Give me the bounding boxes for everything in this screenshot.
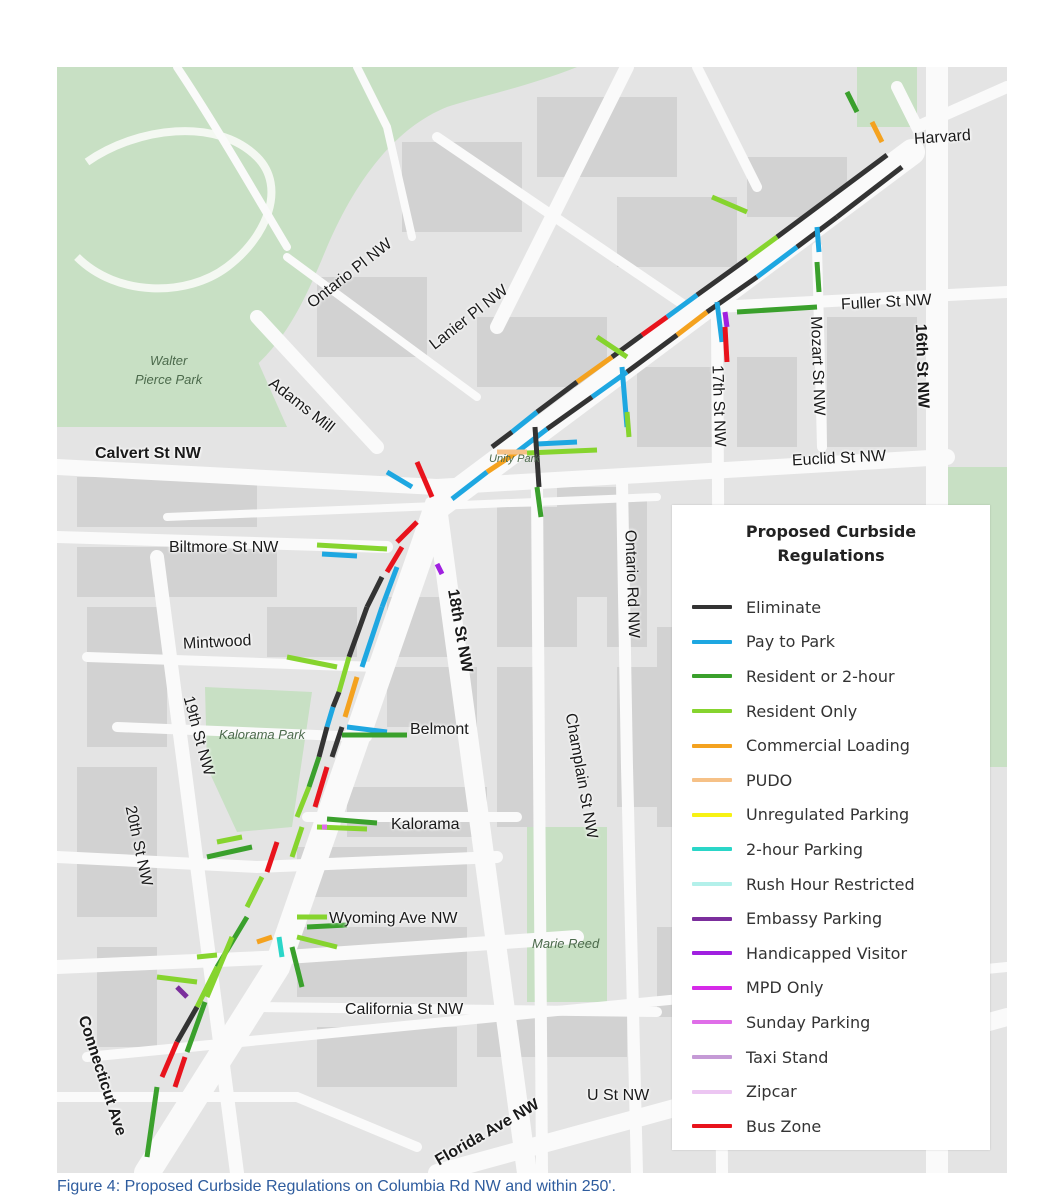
park-label-marie-reed: Marie Reed bbox=[532, 936, 600, 951]
street-label-calvert-st: Calvert St NW bbox=[95, 445, 201, 462]
kalorama-park-area bbox=[205, 687, 312, 832]
street-label-mozart-st: Mozart St NW bbox=[807, 315, 828, 417]
legend-title: Proposed Curbside Regulations bbox=[672, 520, 990, 568]
legend-item: Resident or 2-hour bbox=[672, 659, 990, 694]
legend-item: Eliminate bbox=[672, 590, 990, 625]
legend-swatch bbox=[692, 882, 732, 887]
legend-item: Bus Zone bbox=[672, 1109, 990, 1144]
legend-label: MPD Only bbox=[746, 978, 824, 998]
park-label-kalorama-park: Kalorama Park bbox=[219, 727, 305, 742]
legend-label: Sunday Parking bbox=[746, 1012, 871, 1032]
legend-item: Resident Only bbox=[672, 694, 990, 729]
legend-title-line2: Regulations bbox=[777, 546, 885, 565]
legend-item: Rush Hour Restricted bbox=[672, 867, 990, 902]
map-base bbox=[57, 67, 1007, 1173]
legend-label: Unregulated Parking bbox=[746, 805, 910, 825]
legend-swatch bbox=[692, 951, 732, 956]
legend-item: Unregulated Parking bbox=[672, 798, 990, 833]
legend-swatch bbox=[692, 639, 732, 644]
legend-label: PUDO bbox=[746, 770, 793, 790]
legend-swatch bbox=[692, 743, 732, 748]
legend-label: Eliminate bbox=[746, 597, 822, 617]
street-label-17th-st: 17th St NW bbox=[708, 364, 729, 448]
curbside-segments bbox=[144, 90, 904, 1158]
park-label-walter-pierce-1: Walter bbox=[150, 353, 188, 368]
legend-swatch bbox=[692, 985, 732, 990]
legend-item: Embassy Parking bbox=[672, 901, 990, 936]
street-label-belmont: Belmont bbox=[410, 721, 469, 738]
legend-item: MPD Only bbox=[672, 971, 990, 1006]
legend-swatch bbox=[692, 674, 732, 679]
legend-swatch bbox=[692, 605, 732, 610]
park-label-walter-pierce-2: Pierce Park bbox=[135, 372, 203, 387]
street-label-kalorama: Kalorama bbox=[391, 816, 460, 833]
legend-item: Commercial Loading bbox=[672, 728, 990, 763]
park-label-unity-park: Unity Park bbox=[489, 453, 540, 465]
legend-label: Rush Hour Restricted bbox=[746, 874, 915, 894]
street-label-mintwood: Mintwood bbox=[182, 632, 252, 653]
street-label-ontario-rd: Ontario Rd NW bbox=[621, 529, 643, 639]
rock-creek-path bbox=[74, 127, 276, 293]
figure-caption: Figure 4: Proposed Curbside Regulations … bbox=[57, 1178, 616, 1195]
legend-swatch bbox=[692, 1055, 732, 1060]
legend-item: Pay to Park bbox=[672, 625, 990, 660]
legend-swatch bbox=[692, 778, 732, 783]
legend-swatch bbox=[692, 1020, 732, 1025]
legend-label: Commercial Loading bbox=[746, 736, 910, 756]
street-label-biltmore-st: Biltmore St NW bbox=[169, 539, 279, 556]
legend-item: Taxi Stand bbox=[672, 1040, 990, 1075]
legend-item: 2-hour Parking bbox=[672, 832, 990, 867]
legend-item: Sunday Parking bbox=[672, 1005, 990, 1040]
legend-swatch bbox=[692, 1089, 732, 1094]
legend-label: 2-hour Parking bbox=[746, 839, 864, 859]
walter-pierce-park-area bbox=[57, 337, 287, 427]
legend-label: Handicapped Visitor bbox=[746, 943, 908, 963]
legend-swatch bbox=[692, 812, 732, 817]
legend-item: Zipcar bbox=[672, 1074, 990, 1109]
legend-swatch bbox=[692, 1124, 732, 1129]
street-label-u-st: U St NW bbox=[587, 1087, 650, 1104]
legend-swatch bbox=[692, 709, 732, 714]
legend-label: Taxi Stand bbox=[746, 1047, 829, 1067]
street-label-california-st: California St NW bbox=[345, 1001, 464, 1018]
legend-label: Bus Zone bbox=[746, 1116, 822, 1136]
legend-item: PUDO bbox=[672, 763, 990, 798]
legend-item: Handicapped Visitor bbox=[672, 936, 990, 971]
legend-label: Embassy Parking bbox=[746, 909, 883, 929]
street-label-16th-st: 16th St NW bbox=[911, 323, 932, 409]
legend-label: Resident or 2-hour bbox=[746, 666, 895, 686]
legend-swatch bbox=[692, 847, 732, 852]
legend-label: Pay to Park bbox=[746, 632, 836, 652]
street-label-wyoming-ave: Wyoming Ave NW bbox=[329, 910, 458, 927]
legend-label: Zipcar bbox=[746, 1082, 797, 1102]
legend-swatch bbox=[692, 916, 732, 921]
legend-label: Resident Only bbox=[746, 701, 858, 721]
legend-title-line1: Proposed Curbside bbox=[745, 522, 917, 541]
